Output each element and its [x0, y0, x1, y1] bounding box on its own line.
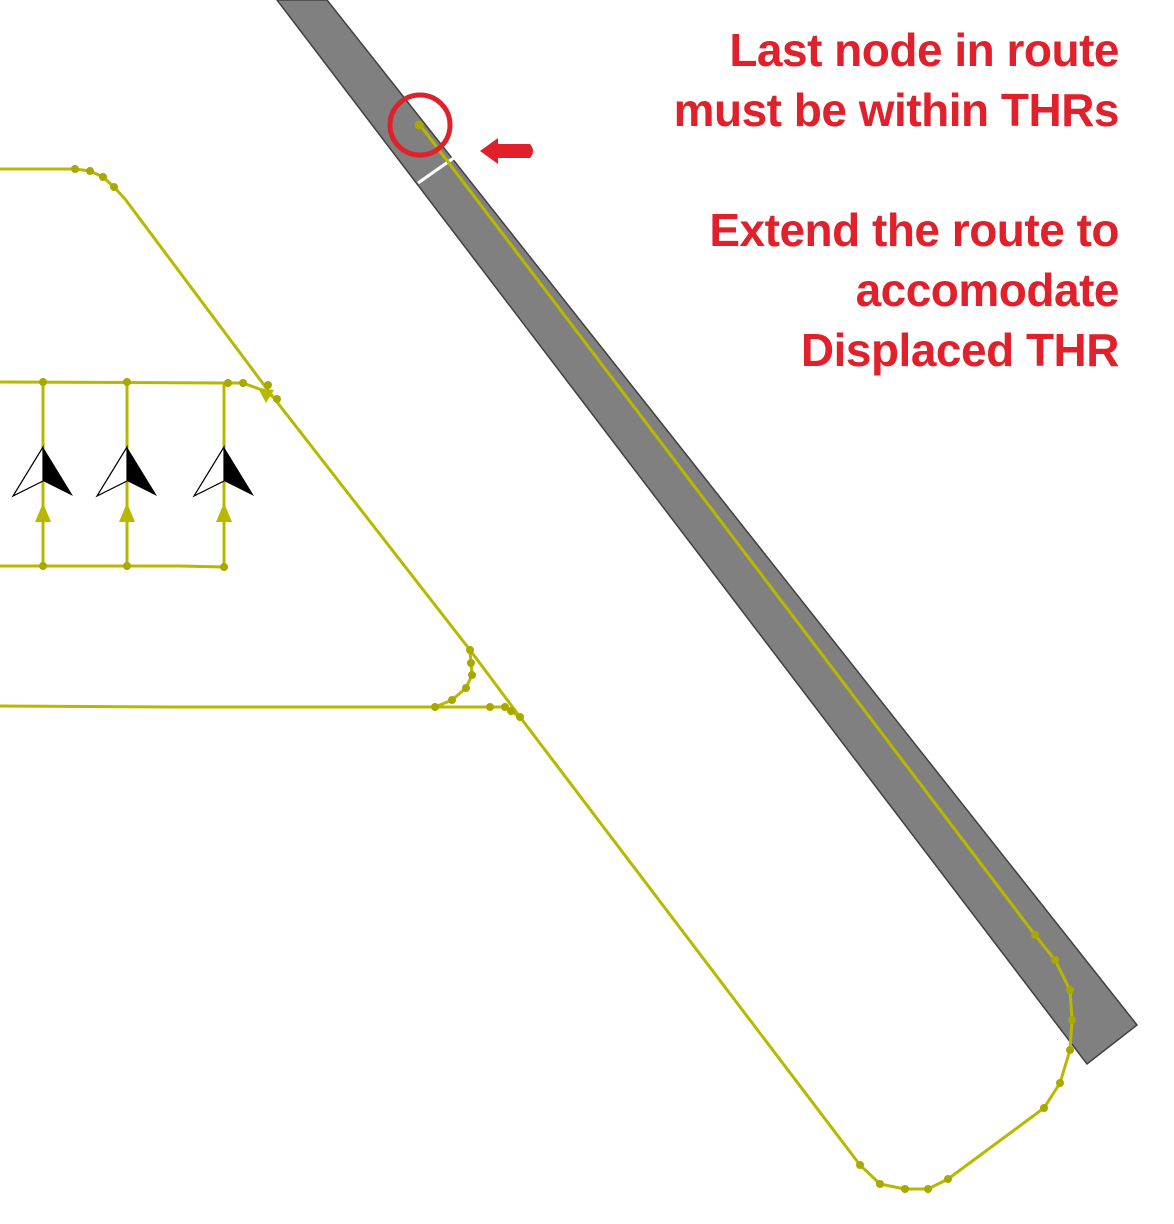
route-node: [516, 713, 524, 721]
up-arrow-icon: [35, 503, 51, 522]
route-node: [466, 646, 474, 654]
route-node: [86, 167, 94, 175]
route-node: [1056, 1079, 1064, 1087]
route-node: [1068, 1016, 1076, 1024]
route-node: [501, 703, 509, 711]
route-node: [1040, 1104, 1048, 1112]
up-arrow-icon: [119, 503, 135, 522]
annotation-line: Extend the route to: [709, 204, 1119, 256]
stand-direction-arrows: [35, 388, 274, 522]
route-node: [239, 379, 247, 387]
stand-taxilane-bottom: [0, 564, 225, 569]
left-arrow-icon: [480, 138, 533, 164]
route-node: [901, 1185, 909, 1193]
stand-aircraft-1: [11, 444, 73, 498]
annotation-extend-route: Extend the route to accomodate Displaced…: [709, 200, 1119, 380]
route-node: [462, 684, 470, 692]
highlight-circle-icon: [387, 92, 453, 158]
route-node: [468, 671, 476, 679]
annotation-line: must be within THRs: [673, 84, 1120, 136]
route-node: [448, 696, 456, 704]
stand-aircraft-2: [95, 444, 157, 498]
annotation-line: Displaced THR: [800, 324, 1120, 376]
aircraft-arrow-icon: [95, 444, 128, 498]
aircraft-arrow-icon: [11, 444, 44, 498]
route-node: [220, 563, 228, 571]
taxi-route-inner-diagonal: [0, 649, 474, 709]
route-node: [71, 165, 79, 173]
route-node: [944, 1175, 952, 1183]
route-node: [123, 562, 131, 570]
route-node: [486, 703, 494, 711]
route-node: [1031, 931, 1039, 939]
aircraft-arrow-icon-shadow: [43, 447, 73, 496]
aircraft-arrow-icon: [192, 444, 225, 498]
route-node: [123, 378, 131, 386]
route-node: [1066, 986, 1074, 994]
route-node: [507, 707, 515, 715]
route-node: [1051, 956, 1059, 964]
route-node: [467, 659, 475, 667]
route-node: [264, 381, 272, 389]
annotation-line: Last node in route: [729, 24, 1119, 76]
displaced-threshold-line: [417, 146, 469, 185]
route-node: [39, 378, 47, 386]
route-node: [39, 562, 47, 570]
route-node: [431, 703, 439, 711]
runway: [276, 0, 1139, 1066]
route-node: [273, 395, 281, 403]
route-node: [876, 1180, 884, 1188]
annotation-last-node: Last node in route must be within THRs: [673, 20, 1120, 140]
route-node: [110, 183, 118, 191]
aircraft-arrow-icon-shadow: [224, 447, 254, 496]
route-node: [224, 379, 232, 387]
route-direction-arrow-icon: [258, 388, 274, 403]
up-arrow-icon: [216, 503, 232, 522]
route-node: [856, 1161, 864, 1169]
stand-aircraft-3: [192, 444, 254, 498]
route-node: [99, 173, 107, 181]
route-last-node: [414, 120, 424, 130]
taxi-route-outer: [0, 124, 1074, 1191]
route-nodes: [39, 120, 1076, 1193]
annotation-line: accomodate: [855, 264, 1120, 316]
route-node: [924, 1185, 932, 1193]
aircraft-arrow-icon-shadow: [127, 447, 157, 496]
route-node: [1066, 1046, 1074, 1054]
